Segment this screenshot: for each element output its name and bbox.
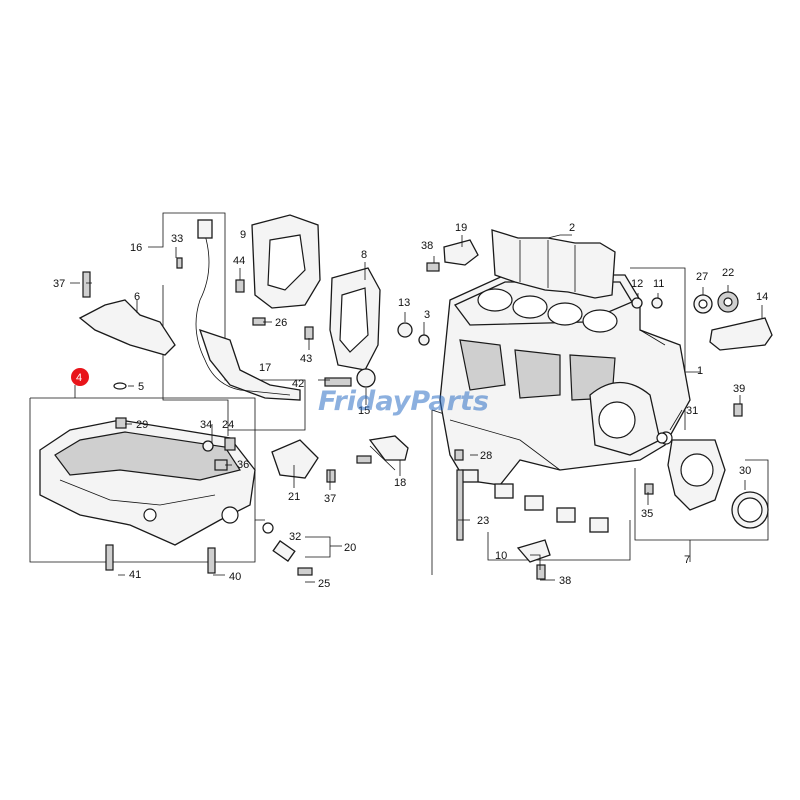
label-30: 30 bbox=[739, 465, 751, 477]
label-11: 11 bbox=[653, 278, 664, 290]
label-8: 8 bbox=[361, 249, 367, 261]
oil-pipe-17 bbox=[198, 328, 301, 401]
pulley-parts bbox=[693, 291, 739, 314]
group-frames bbox=[29, 212, 769, 575]
label-31: 31 bbox=[686, 405, 698, 417]
label-32: 32 bbox=[289, 531, 301, 543]
label-5: 5 bbox=[138, 381, 144, 393]
label-26: 26 bbox=[275, 317, 287, 329]
bearing-caps bbox=[461, 469, 609, 533]
oil-pressure-sensor-32 bbox=[262, 522, 296, 562]
label-16: 16 bbox=[130, 242, 142, 254]
label-21: 21 bbox=[288, 491, 300, 503]
label-39: 39 bbox=[733, 383, 745, 395]
label-13: 13 bbox=[398, 297, 410, 309]
label-40: 40 bbox=[229, 571, 241, 583]
label-14: 14 bbox=[756, 291, 768, 303]
wire-harness bbox=[195, 219, 291, 396]
label-44: 44 bbox=[233, 255, 245, 267]
watermark-logo: FridayParts bbox=[318, 386, 489, 417]
label-4: 4 bbox=[76, 372, 82, 384]
oil-control-valve-18 bbox=[368, 435, 409, 461]
label-18: 18 bbox=[394, 477, 406, 489]
knock-sensor-21 bbox=[271, 439, 319, 479]
label-20: 20 bbox=[344, 542, 356, 554]
gasket-8 bbox=[329, 267, 381, 371]
label-19: 19 bbox=[455, 222, 467, 234]
watermark-text-b: Parts bbox=[410, 386, 489, 417]
label-9: 9 bbox=[240, 229, 246, 241]
watermark-text-a: Friday bbox=[318, 386, 412, 417]
label-41: 41 bbox=[129, 569, 141, 581]
part-number-labels: 1 2 3 4 5 6 7 8 9 10 11 12 13 14 15 16 1… bbox=[53, 222, 768, 590]
part-15 bbox=[356, 368, 376, 388]
svg-text:FridayParts: FridayParts bbox=[318, 386, 489, 417]
label-27: 27 bbox=[696, 271, 708, 283]
highlight-marker bbox=[71, 368, 89, 386]
label-15: 15 bbox=[358, 405, 370, 417]
label-42: 42 bbox=[292, 378, 304, 390]
label-38b: 38 bbox=[559, 575, 571, 587]
label-37b: 37 bbox=[324, 493, 336, 505]
label-25: 25 bbox=[318, 578, 330, 590]
label-34: 34 bbox=[200, 419, 212, 431]
oil-baffle-plate bbox=[78, 299, 176, 356]
label-33: 33 bbox=[171, 233, 183, 245]
cylinder-block bbox=[439, 274, 691, 486]
engine-mount-bracket bbox=[709, 317, 773, 351]
label-23: 23 bbox=[477, 515, 489, 527]
label-37a: 37 bbox=[53, 278, 65, 290]
label-28: 28 bbox=[480, 450, 492, 462]
oil-pan bbox=[39, 419, 256, 546]
gasket-9 bbox=[251, 214, 321, 309]
label-35: 35 bbox=[641, 508, 653, 520]
rear-seal-housing bbox=[659, 431, 769, 529]
label-38a: 38 bbox=[421, 240, 433, 252]
label-10: 10 bbox=[495, 550, 507, 562]
label-7: 7 bbox=[684, 554, 690, 566]
label-1: 1 bbox=[697, 365, 703, 377]
label-24: 24 bbox=[222, 419, 234, 431]
label-22: 22 bbox=[722, 267, 734, 279]
label-29: 29 bbox=[136, 419, 148, 431]
label-6: 6 bbox=[134, 291, 140, 303]
label-12: 12 bbox=[631, 278, 643, 290]
label-17: 17 bbox=[259, 362, 271, 374]
label-2: 2 bbox=[569, 222, 575, 234]
label-36: 36 bbox=[237, 459, 249, 471]
bracket-10 bbox=[516, 539, 551, 563]
label-43: 43 bbox=[300, 353, 312, 365]
leader-lines bbox=[70, 234, 763, 583]
bolts bbox=[82, 239, 743, 580]
label-3: 3 bbox=[424, 309, 430, 321]
